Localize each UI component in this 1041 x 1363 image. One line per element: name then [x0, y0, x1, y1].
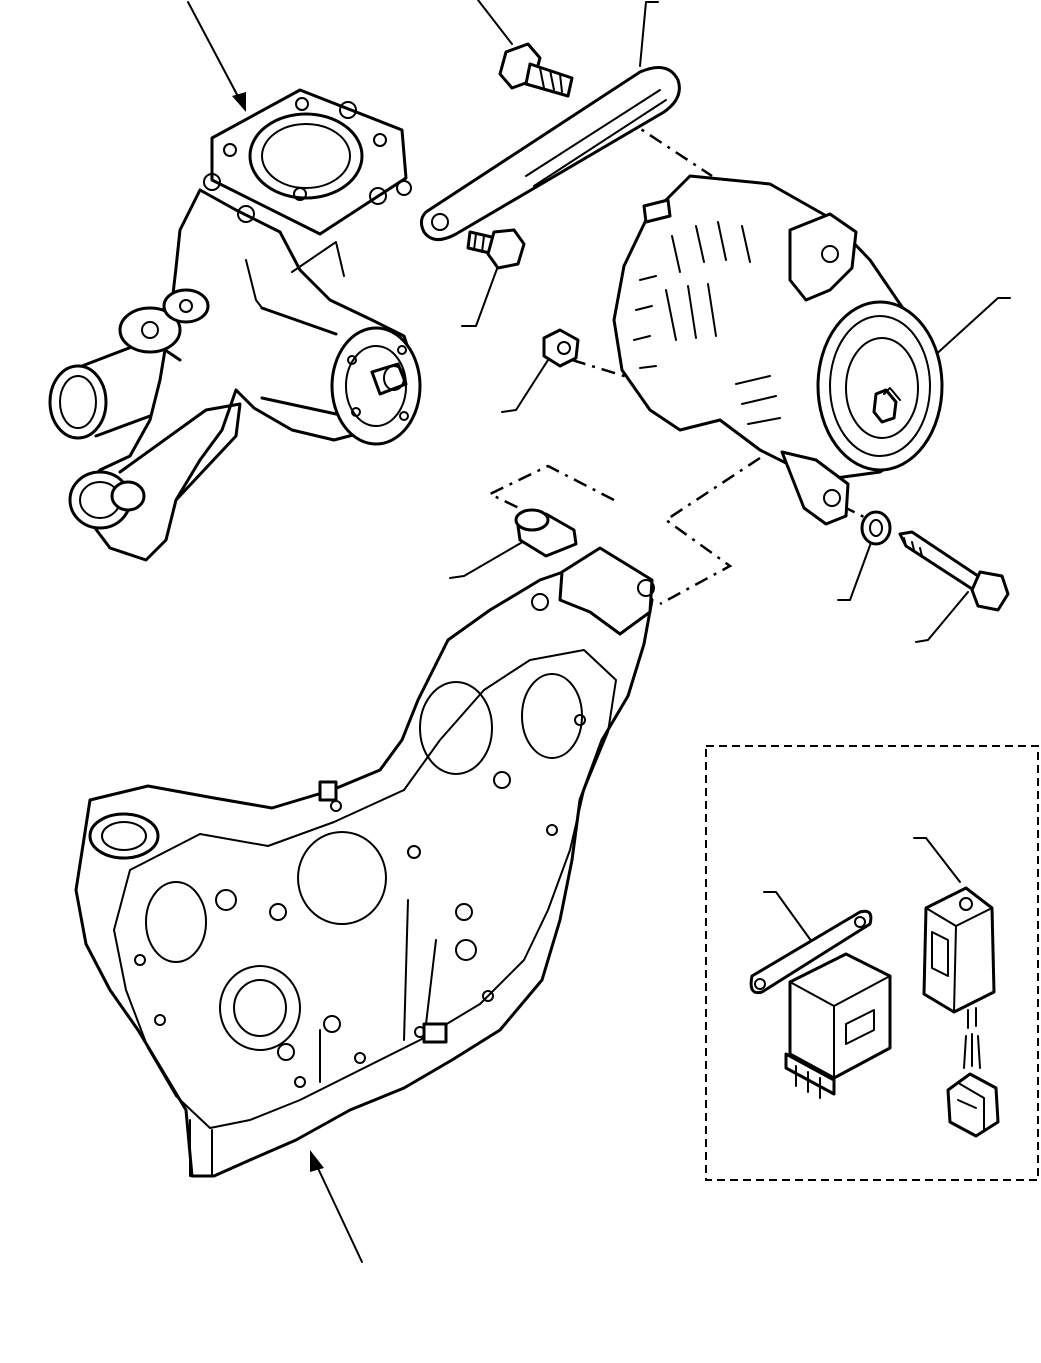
washer [860, 510, 892, 546]
arrowhead-water-pump [232, 92, 246, 112]
gear-case-opening-2 [297, 831, 387, 925]
assembly-line-bar [623, 116, 713, 178]
gear-case-opening-1 [219, 965, 301, 1051]
assembly-line-spacer [487, 464, 615, 528]
leader-adjusting-bar [639, 1, 659, 67]
relay [784, 952, 892, 1099]
leader-flange-bolt-top [477, 0, 513, 45]
leader-regulator [913, 837, 961, 883]
regulator [922, 886, 1000, 1138]
gear-case [74, 546, 655, 1178]
alternator [612, 174, 944, 526]
leader-flange-bolt-mid [461, 265, 499, 327]
flange-bolt-mid [466, 228, 526, 270]
leader-lines [187, 0, 1011, 1263]
spacer-collar [514, 508, 578, 558]
leader-washer [837, 539, 873, 601]
assembly-line-bracket [659, 456, 761, 606]
water-pump [48, 88, 422, 562]
leader-gear-case [315, 1163, 363, 1263]
alternator-pulley [816, 300, 944, 472]
leader-relay-bracket [763, 891, 813, 943]
adjusting-bar [419, 66, 681, 241]
gear-case-filler-neck [88, 812, 160, 860]
leader-long-bolt [915, 591, 969, 643]
leader-nut [501, 359, 549, 413]
leader-water-pump [187, 1, 243, 105]
long-bolt [898, 530, 1010, 612]
relay-bracket [749, 909, 873, 995]
pump-inlet-bore [248, 112, 364, 200]
arrowhead-gear-case [310, 1150, 324, 1172]
flange-bolt-top [498, 42, 574, 98]
leader-alternator [931, 297, 1011, 359]
gear-case-opening-3 [419, 681, 493, 775]
leader-spacer [449, 539, 527, 579]
electrical-parts-box [705, 745, 1039, 1181]
nut [542, 328, 580, 368]
